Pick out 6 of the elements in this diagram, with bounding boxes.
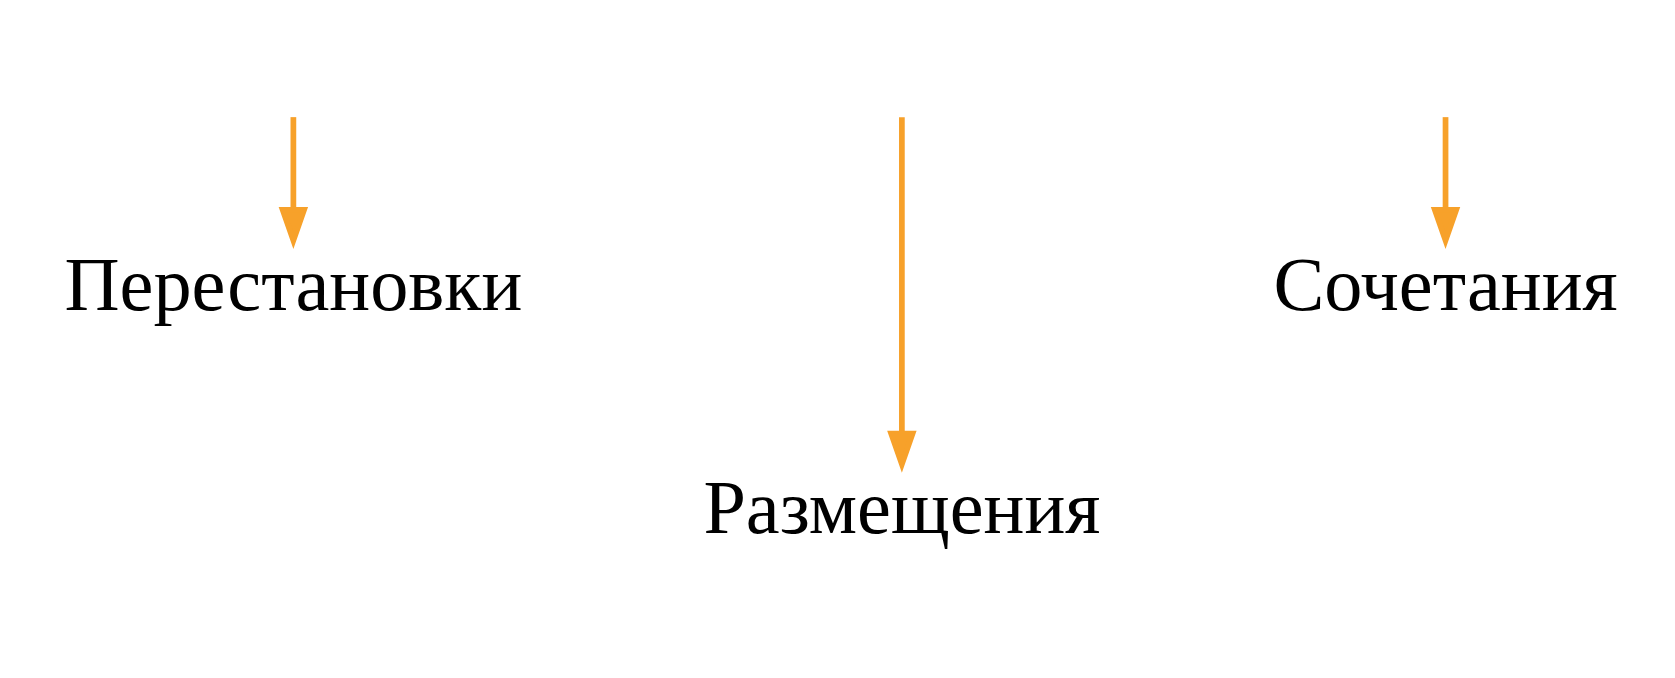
node-text: Сочетания xyxy=(1273,241,1618,327)
arrow xyxy=(278,116,309,249)
node-text: Размещения xyxy=(703,464,1101,550)
node-text: Перестановки xyxy=(64,241,523,327)
arrow xyxy=(1430,116,1461,249)
arrow xyxy=(887,116,917,473)
